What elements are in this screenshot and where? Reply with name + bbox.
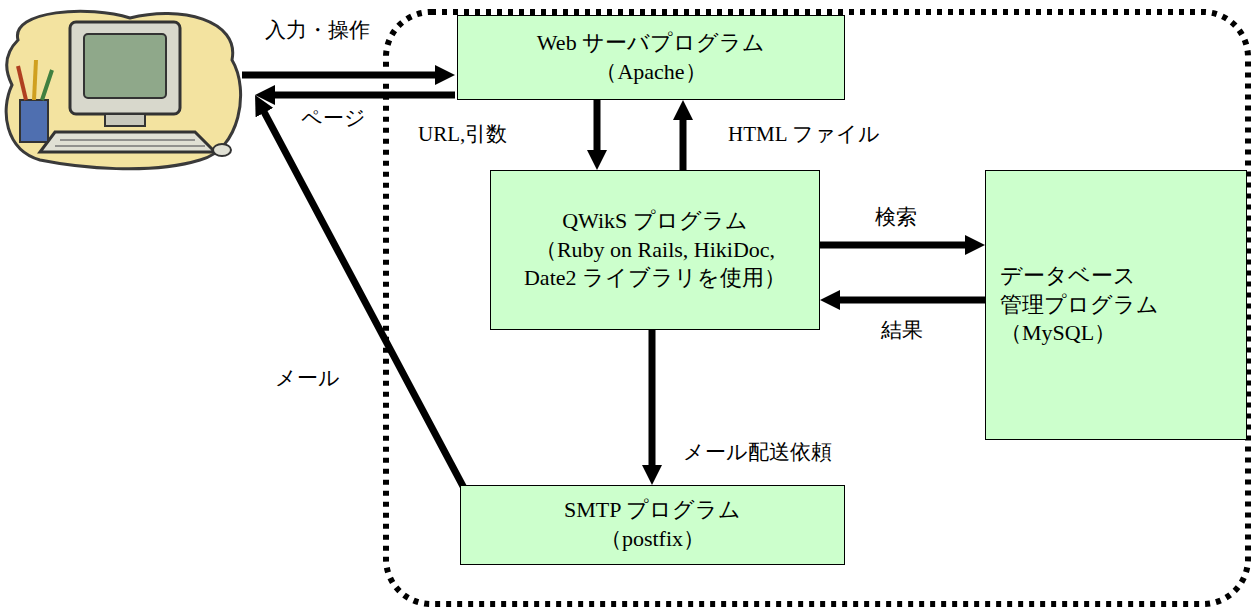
flow-arrow xyxy=(838,297,985,304)
annotation-label: ページ xyxy=(298,106,369,131)
process-box: データベース 管理プログラム（MySQL） xyxy=(985,170,1247,440)
input-arrow xyxy=(242,72,437,79)
annotation-label: メール xyxy=(272,366,343,391)
edge-label: HTML ファイル xyxy=(725,122,883,147)
node-text: （Ruby on Rails, HikiDoc, Date2 ライブラリを使用） xyxy=(517,236,793,293)
mail-arrow xyxy=(264,111,466,490)
edge-label: URL,引数 xyxy=(415,122,510,147)
node-text: データベース 管理プログラム xyxy=(1000,262,1232,319)
edge-label: 結果 xyxy=(878,318,926,343)
flow-arrow xyxy=(820,242,967,249)
page-arrow xyxy=(273,92,455,99)
flow-arrow xyxy=(649,330,656,467)
computer-illustration xyxy=(6,11,240,169)
node-text: （postfix） xyxy=(473,525,832,554)
node-text: （Apache） xyxy=(470,58,832,87)
edge-label: メール配送依頼 xyxy=(680,440,835,465)
annotation-label: 入力・操作 xyxy=(262,18,373,43)
system-boundary xyxy=(386,12,1248,604)
edge-label: 検索 xyxy=(872,205,920,230)
node-text: QWikS プログラム xyxy=(517,207,793,236)
node-text: Web サーバプログラム xyxy=(470,29,832,58)
process-box: SMTP プログラム（postfix） xyxy=(460,485,845,565)
node-text: （MySQL） xyxy=(1000,319,1232,348)
process-box: QWikS プログラム（Ruby on Rails, HikiDoc, Date… xyxy=(490,170,820,330)
node-text: SMTP プログラム xyxy=(473,496,832,525)
flow-arrow xyxy=(594,100,601,152)
process-box: Web サーバプログラム（Apache） xyxy=(457,15,845,100)
flow-arrow xyxy=(680,118,687,170)
